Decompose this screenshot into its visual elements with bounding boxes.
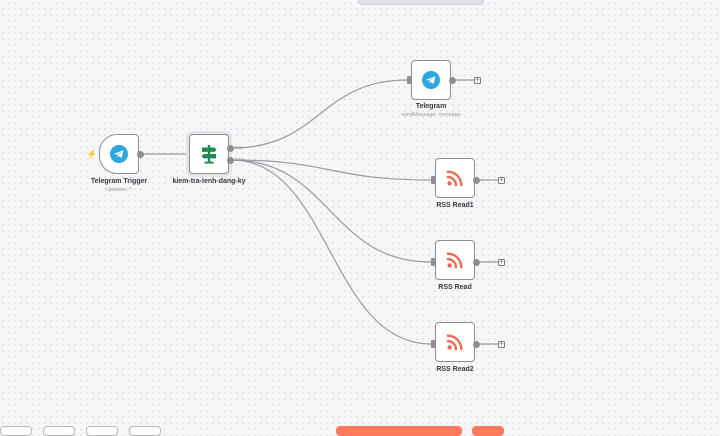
switch-output-false-handle[interactable]	[227, 156, 234, 164]
zoom-out-button[interactable]	[86, 426, 118, 436]
node-rss-read[interactable]	[435, 240, 475, 280]
node-subtitle-telegram-trigger: Updates: *	[106, 187, 132, 193]
trigger-bolt-icon: ⚡	[86, 149, 98, 159]
rss-icon	[446, 170, 463, 187]
node-label-kiem-tra-lenh-dang-ky: kiem-tra-lenh-dang-ky	[172, 178, 246, 185]
node-subtitle-telegram: sendMessage: message	[401, 112, 461, 118]
node-rss-read2[interactable]	[435, 322, 475, 362]
switch-input-handle[interactable]	[186, 150, 190, 158]
zoom-to-fit-button[interactable]	[0, 426, 32, 436]
telegram-icon	[110, 145, 128, 163]
rss-read-input-handle[interactable]	[431, 258, 435, 266]
connection-switch-to-telegram	[231, 79, 408, 149]
rss-read2-output-handle[interactable]	[473, 340, 480, 348]
trigger-output-handle[interactable]	[137, 150, 144, 158]
telegram-icon	[422, 71, 440, 89]
node-label-rss-read2: RSS Read2	[436, 366, 474, 373]
switch-output-true-handle[interactable]	[227, 144, 234, 152]
node-label-telegram: Telegram	[415, 103, 447, 110]
node-telegram-trigger[interactable]	[99, 134, 139, 174]
node-label-rss-read: RSS Read	[438, 284, 472, 291]
node-rss-read1[interactable]	[435, 158, 475, 198]
zoom-in-button[interactable]	[43, 426, 75, 436]
node-telegram[interactable]	[411, 60, 451, 100]
rss-read1-add-node-button[interactable]: +	[498, 176, 505, 184]
signpost-icon	[201, 145, 217, 164]
rss-read2-add-node-button[interactable]: +	[498, 340, 505, 348]
telegram-output-handle[interactable]	[449, 76, 456, 84]
node-kiem-tra-lenh-dang-ky[interactable]	[189, 134, 229, 174]
execute-workflow-button[interactable]	[336, 426, 462, 436]
top-panel-tab[interactable]	[358, 0, 484, 5]
rss-read-output-handle[interactable]	[473, 258, 480, 266]
connection-switch-to-rss-read	[231, 159, 432, 263]
rss-read1-input-handle[interactable]	[431, 176, 435, 184]
node-label-rss-read1: RSS Read1	[436, 202, 474, 209]
telegram-add-node-button[interactable]: +	[474, 76, 481, 84]
telegram-input-handle[interactable]	[407, 76, 411, 84]
connection-switch-to-rss-read1	[231, 159, 432, 181]
output-label-false: false	[235, 157, 245, 162]
rss-icon	[446, 252, 463, 269]
rss-read1-output-handle[interactable]	[473, 176, 480, 184]
secondary-action-button[interactable]	[472, 426, 504, 436]
connection-switch-to-rss-read2	[231, 159, 432, 345]
rss-read2-input-handle[interactable]	[431, 340, 435, 348]
node-label-telegram-trigger: Telegram Trigger	[90, 178, 148, 185]
reset-zoom-button[interactable]	[129, 426, 161, 436]
rss-read-add-node-button[interactable]: +	[498, 258, 505, 266]
rss-icon	[446, 334, 463, 351]
output-label-true: true	[235, 145, 243, 150]
